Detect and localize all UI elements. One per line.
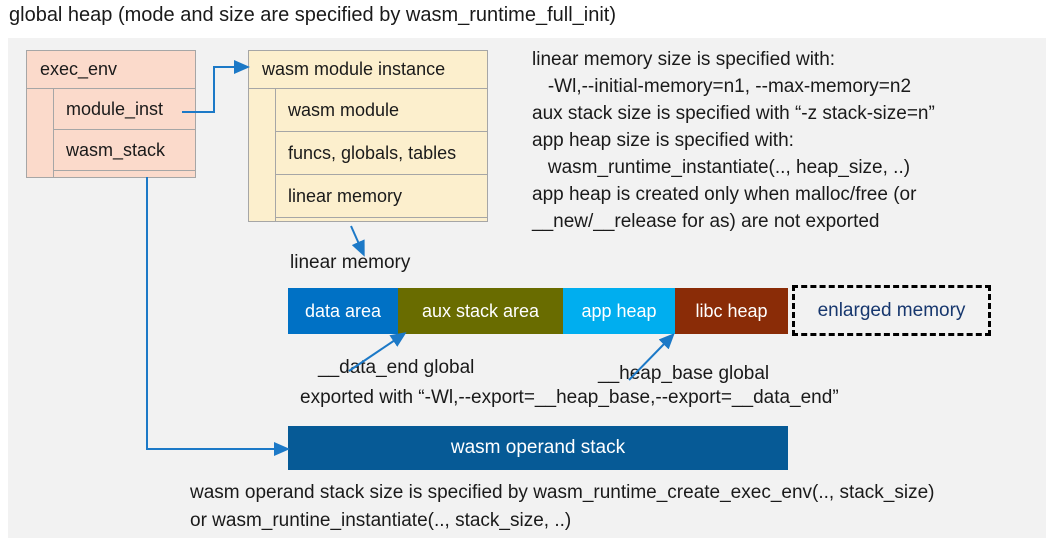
note-line: -Wl,--initial-memory=n1, --max-memory=n2 bbox=[532, 76, 912, 97]
note-line: aux stack size is specified with “-z sta… bbox=[532, 103, 935, 124]
heap-base-label: __heap_base global bbox=[598, 363, 770, 384]
note-line: app heap size is specified with: bbox=[532, 130, 794, 151]
segment-aux-stack-area: aux stack area bbox=[398, 288, 563, 334]
module-instance-header: wasm module instance bbox=[249, 51, 487, 89]
enlarged-memory-box: enlarged memory bbox=[792, 285, 991, 336]
export-note: exported with “-Wl,--export=__heap_base,… bbox=[300, 387, 839, 408]
linear-memory-label: linear memory bbox=[290, 252, 411, 273]
note-line: wasm operand stack size is specified by … bbox=[190, 482, 935, 503]
diagram-title: global heap (mode and size are specified… bbox=[9, 4, 616, 26]
exec-env-row-wasm-stack: wasm_stack bbox=[54, 130, 195, 171]
module-instance-row-funcs-globals-tables: funcs, globals, tables bbox=[276, 132, 487, 175]
note-line: app heap is created only when malloc/fre… bbox=[532, 184, 917, 205]
operand-stack-notes: wasm operand stack size is specified by … bbox=[190, 479, 935, 535]
note-line: wasm_runtime_instantiate(.., heap_size, … bbox=[532, 157, 911, 178]
segment-libc-heap: libc heap bbox=[675, 288, 788, 334]
module-instance-row-linear-memory: linear memory bbox=[276, 175, 487, 218]
note-line: linear memory size is specified with: bbox=[532, 49, 836, 70]
note-line: or wasm_runtine_instantiate(.., stack_si… bbox=[190, 510, 572, 531]
module-instance-box: wasm module instance wasm module funcs, … bbox=[248, 50, 488, 222]
wasm-operand-stack-bar: wasm operand stack bbox=[288, 426, 788, 470]
module-instance-row-wasm-module: wasm module bbox=[276, 89, 487, 132]
linear-memory-notes: linear memory size is specified with: -W… bbox=[532, 46, 935, 235]
exec-env-header: exec_env bbox=[27, 51, 195, 89]
data-end-label: __data_end global bbox=[318, 357, 475, 378]
exec-env-box: exec_env module_inst wasm_stack bbox=[26, 50, 196, 178]
exec-env-row-module-inst: module_inst bbox=[54, 89, 195, 130]
linear-memory-bar: data area aux stack area app heap libc h… bbox=[288, 288, 788, 334]
segment-app-heap: app heap bbox=[563, 288, 675, 334]
note-line: __new/__release for as) are not exported bbox=[532, 211, 880, 232]
segment-data-area: data area bbox=[288, 288, 398, 334]
exec-env-body: module_inst wasm_stack bbox=[53, 89, 195, 177]
module-instance-body: wasm module funcs, globals, tables linea… bbox=[275, 89, 487, 221]
